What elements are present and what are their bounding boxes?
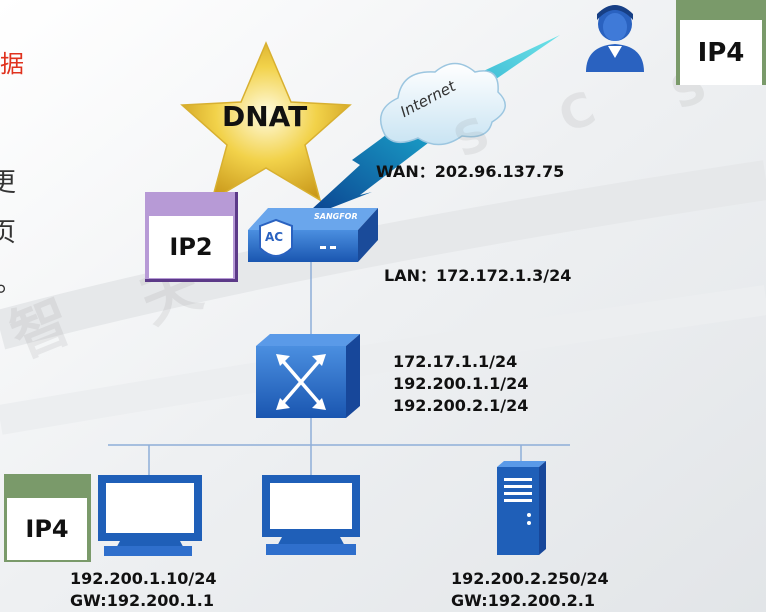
side-text-fragment: 页 [0,218,17,248]
ac-gateway-device-icon [248,208,378,262]
ip4-tag-label: IP4 [680,20,762,85]
ip2-tag-label: IP2 [149,216,233,278]
pc1-gateway: GW:192.200.1.1 [70,591,214,610]
lan-address: LAN：172.172.1.3/24 [384,266,572,285]
server-icon [497,461,546,555]
switch-ip: 192.200.1.1/24 [393,374,529,393]
pc1-ip: 192.200.1.10/24 [70,569,217,588]
user-icon [586,5,644,72]
ip4-tag-top-right: IP4 [676,0,766,85]
switch-ip: 192.200.2.1/24 [393,396,529,415]
switch-ip: 172.17.1.1/24 [393,352,518,371]
dnat-star-icon [180,41,352,202]
internet-cloud-icon [379,62,506,146]
side-text-fragment: 。 [0,262,22,299]
wan-address: WAN：202.96.137.75 [376,162,565,181]
brand-label: SANGFOR [314,212,358,221]
side-text-fragment: 更 [0,168,17,198]
ip4-tag-bottom-left: IP4 [4,474,91,562]
server-gateway: GW:192.200.2.1 [451,591,595,610]
ip4-tag-label: IP4 [7,498,87,560]
header-fragment: 据 [0,50,24,78]
ip2-tag: IP2 [145,192,238,282]
ac-badge: AC [265,230,284,244]
dnat-label: DNAT [222,100,308,133]
pc-1-icon [98,475,202,556]
server-ip: 192.200.2.250/24 [451,569,609,588]
core-switch-icon [256,334,360,418]
pc-2-icon [262,475,360,555]
